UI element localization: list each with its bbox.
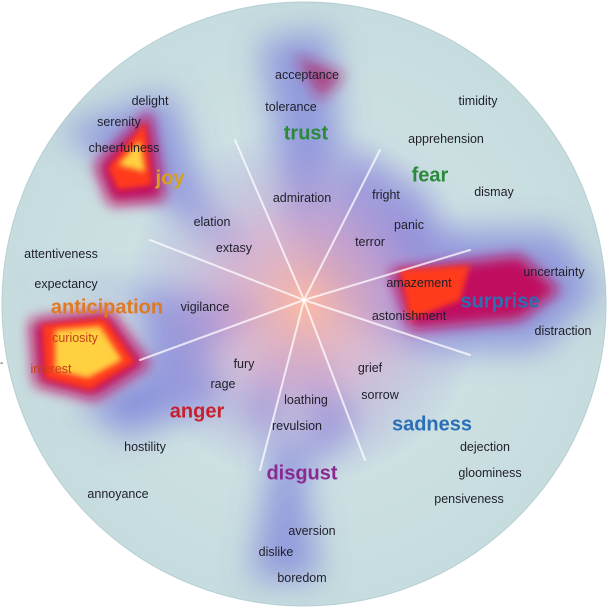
word-panic: panic <box>394 218 424 232</box>
word-uncertainty: uncertainty <box>523 265 585 279</box>
word-tolerance: tolerance <box>265 100 317 114</box>
hotspot-anticipation <box>30 310 150 400</box>
word-extasy: extasy <box>215 241 253 255</box>
word-elation: elation <box>193 215 231 229</box>
word-fright: fright <box>372 188 400 202</box>
word-loathing: loathing <box>284 393 328 407</box>
word-admiration: admiration <box>272 191 332 205</box>
word-delight: delight <box>131 94 169 108</box>
emotion-anger: anger <box>169 400 225 423</box>
emotion-fear: fear <box>411 164 449 187</box>
word-boredom: boredom <box>277 571 327 585</box>
word-serenity: serenity <box>97 115 141 129</box>
word-dejection: dejection <box>459 440 511 454</box>
word-amazement: amazement <box>386 276 452 290</box>
emotion-sadness: sadness <box>391 413 473 436</box>
wheel-spokes <box>139 139 471 471</box>
word-grief: grief <box>357 361 383 375</box>
word-expectancy: expectancy <box>34 277 98 291</box>
word-fury: fury <box>233 357 255 371</box>
emotion-joy: joy <box>155 167 185 190</box>
hotspot-trust <box>295 55 345 100</box>
emotion-trust: trust <box>283 122 329 145</box>
word-cheerfulness: cheerfulness <box>88 141 160 155</box>
word-acceptance: acceptance <box>275 68 339 82</box>
word-distraction: distraction <box>534 324 592 338</box>
word-apprehension: apprehension <box>408 132 484 146</box>
word-annoyance: annoyance <box>87 487 149 501</box>
word-revulsion: revulsion <box>271 419 323 433</box>
emotion-anticipation: anticipation <box>50 296 164 319</box>
heat-haze <box>20 30 600 580</box>
hotspot-surprise <box>390 255 560 330</box>
word-pensiveness: pensiveness <box>434 492 504 506</box>
word-sorrow: sorrow <box>361 388 399 402</box>
word-terror: terror <box>355 235 385 249</box>
word-rage: rage <box>210 377 236 391</box>
word-gloominess: gloominess <box>458 466 522 480</box>
word-dismay: dismay <box>474 185 514 199</box>
word-astonishment: astonishment <box>371 309 447 323</box>
word-vigilance: vigilance <box>180 300 230 314</box>
word-attentiveness: attentiveness <box>24 247 98 261</box>
word-timidity: timidity <box>458 94 498 108</box>
hotspot-joy <box>95 110 165 205</box>
emotion-disgust: disgust <box>266 462 338 485</box>
word-dislike: dislike <box>258 545 294 559</box>
word-hostility: hostility <box>124 440 166 454</box>
edge-mark: - <box>0 358 4 369</box>
word-aversion: aversion <box>288 524 336 538</box>
word-curiosity: curiosity <box>52 331 98 345</box>
word-interest: interest <box>30 362 72 376</box>
emotion-surprise: surprise <box>460 290 540 313</box>
